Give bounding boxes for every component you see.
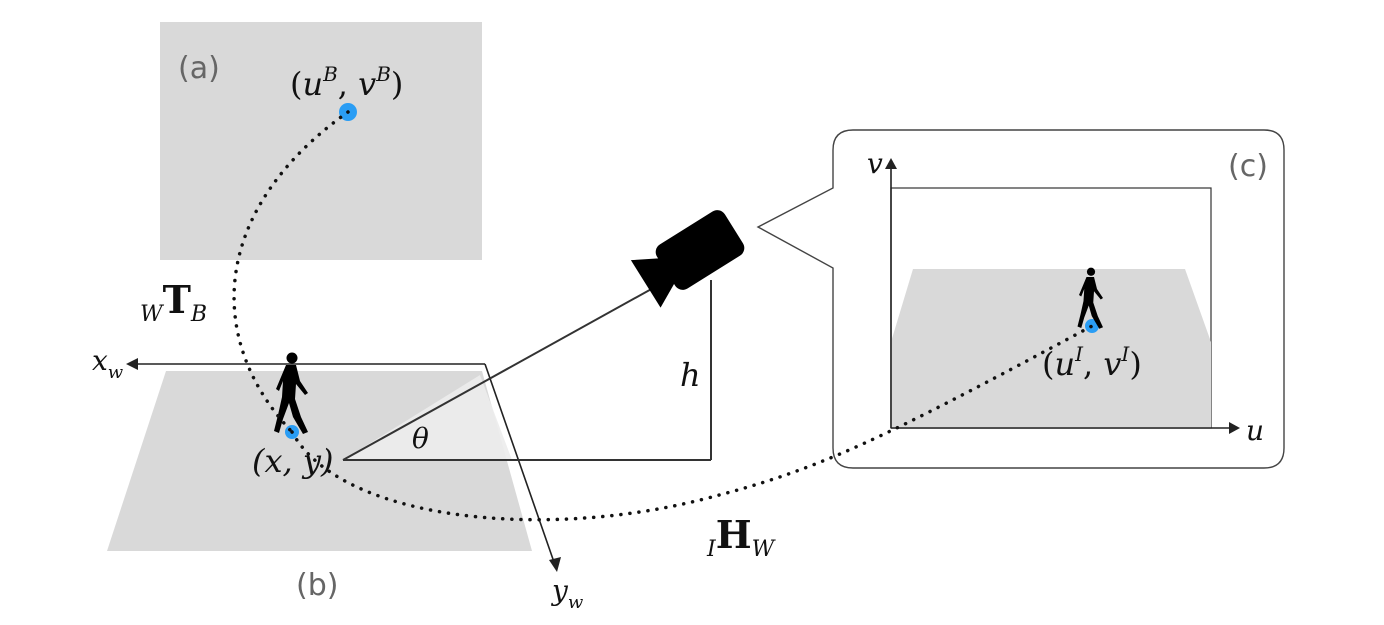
bev-to-world-label: WTB bbox=[140, 277, 207, 327]
image-person-icon bbox=[1077, 267, 1103, 329]
image-v-arrowhead bbox=[885, 158, 897, 169]
panel-a-bev-map: (a) (uB, vB) bbox=[160, 22, 482, 260]
world-x-arrowhead bbox=[126, 358, 138, 370]
camera-geometry: h θ bbox=[342, 210, 745, 461]
image-v-label: v bbox=[867, 147, 883, 180]
height-label: h bbox=[680, 356, 701, 394]
world-x-label: xw bbox=[92, 344, 124, 383]
world-y-axis bbox=[484, 363, 556, 566]
angle-label: θ bbox=[412, 422, 429, 455]
bev-map-rect bbox=[160, 22, 482, 260]
image-point-label: (uI, vI) bbox=[1042, 342, 1142, 383]
world-to-image-label: IHW bbox=[706, 512, 777, 562]
image-u-label: u bbox=[1246, 414, 1264, 447]
panel-a-label: (a) bbox=[178, 51, 220, 86]
panel-c-label: (c) bbox=[1228, 149, 1268, 184]
panel-b-label: (b) bbox=[296, 568, 338, 603]
world-to-image-path bbox=[290, 324, 1094, 522]
world-point-label: (x, y) bbox=[252, 442, 333, 480]
panel-b-world-plane: xw yw (b) (x, y) bbox=[92, 344, 584, 613]
angle-wedge bbox=[343, 375, 512, 460]
bev-point-label: (uB, vB) bbox=[290, 62, 403, 103]
camera-ray bbox=[342, 281, 665, 461]
person-icon bbox=[274, 352, 308, 434]
world-y-arrowhead bbox=[549, 557, 561, 572]
world-y-label: yw bbox=[550, 574, 584, 613]
bev-to-world-path bbox=[232, 110, 350, 434]
camera-icon bbox=[630, 210, 745, 308]
image-u-arrowhead bbox=[1229, 422, 1240, 434]
panel-c-image: (c) u v (uI, vI) bbox=[756, 129, 1285, 469]
